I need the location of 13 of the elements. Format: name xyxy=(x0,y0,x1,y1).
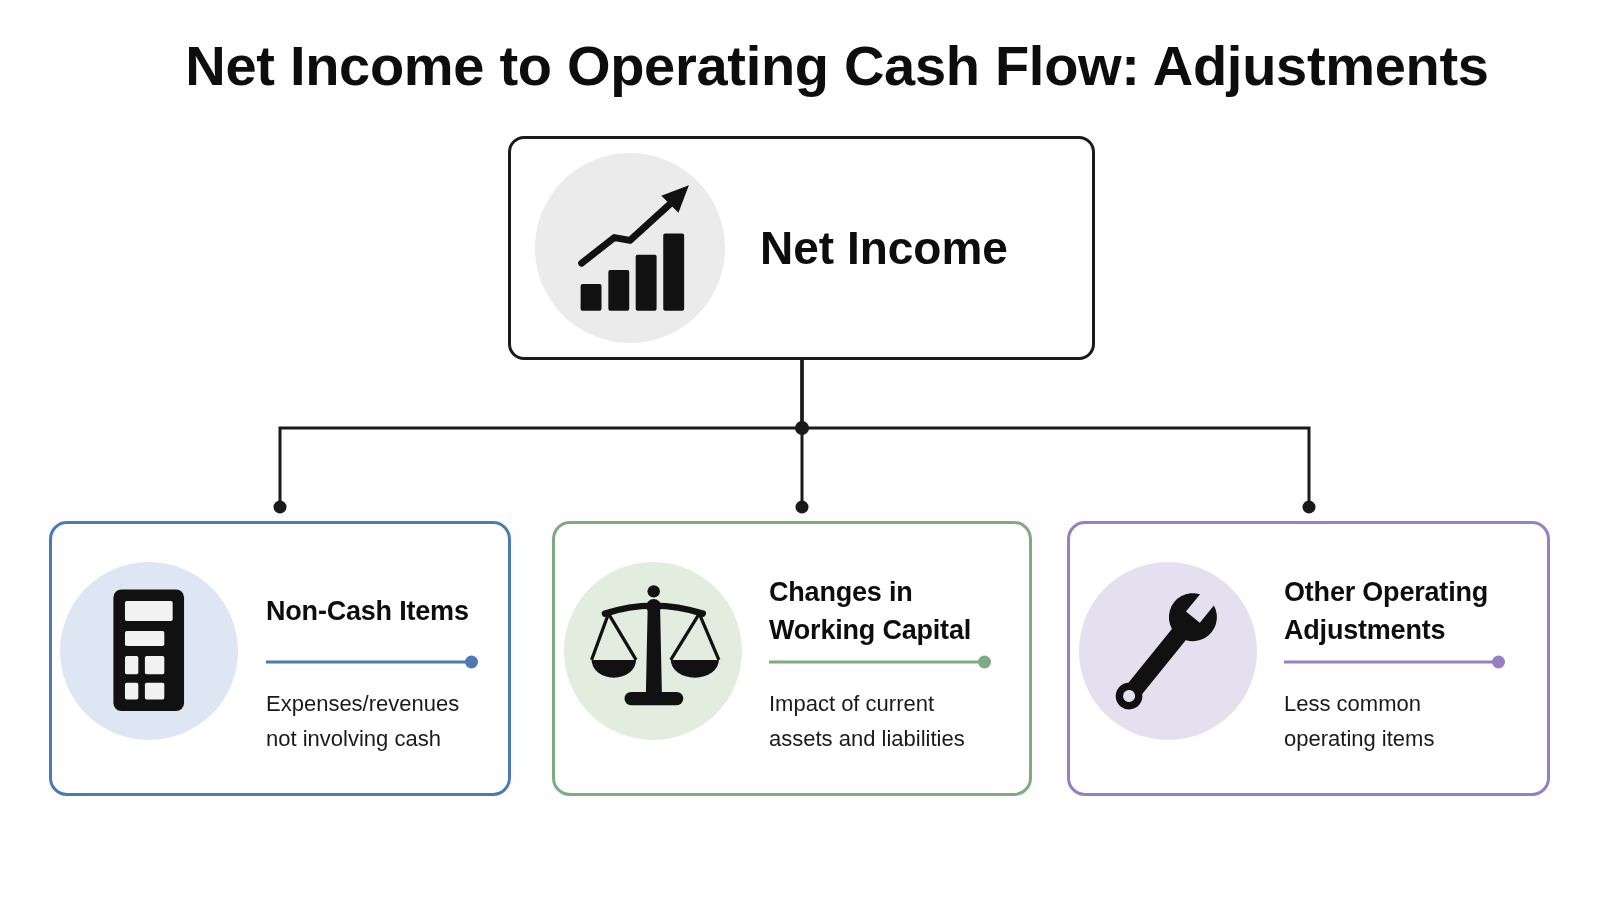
summary-box xyxy=(508,136,1095,360)
node-description: Expenses/revenues not involving cash xyxy=(266,690,461,753)
node-description: Less common operating items xyxy=(1284,690,1436,753)
node-title: Other Operating Adjustments xyxy=(1284,576,1490,647)
category-card xyxy=(49,521,511,796)
category-card xyxy=(1067,521,1550,796)
diagram-title: Net Income to Operating Cash Flow: Adjustments xyxy=(185,34,1489,98)
node-title: Non-Cash Items xyxy=(266,595,469,628)
category-card xyxy=(552,521,1032,796)
node-title: Net Income xyxy=(760,221,1008,275)
node-title: Changes in Working Capital xyxy=(769,576,973,647)
node-description: Impact of current assets and liabilities xyxy=(769,690,966,753)
connector-line xyxy=(800,360,1316,514)
